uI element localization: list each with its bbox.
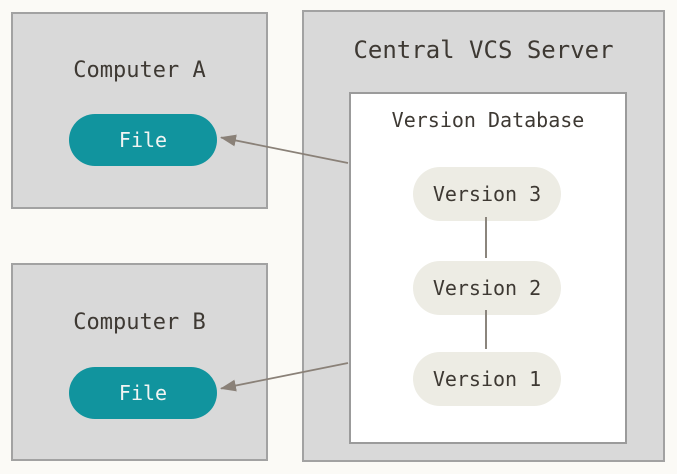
central-vcs-server-label: Central VCS Server (353, 36, 614, 64)
version-3-node: Version 3 (413, 167, 561, 221)
version-2-node: Version 2 (413, 261, 561, 315)
version-3-label: Version 3 (432, 182, 542, 206)
file-node-a: File (69, 114, 217, 166)
file-node-b: File (69, 367, 217, 419)
computer-a-label: Computer A (73, 58, 206, 83)
computer-a-box: Computer A File (11, 12, 268, 209)
version-1-label: Version 1 (432, 367, 542, 391)
version-database-label: Version Database (391, 108, 585, 132)
file-node-b-label: File (118, 381, 168, 405)
version-database-box: Version Database Version 3 Version 2 Ver… (349, 92, 627, 444)
computer-b-label: Computer B (73, 310, 206, 335)
computer-b-box: Computer B File (11, 263, 268, 461)
version-2-label: Version 2 (432, 276, 542, 300)
version-1-node: Version 1 (413, 352, 561, 406)
central-vcs-server-box: Central VCS Server Version Database Vers… (302, 10, 665, 462)
file-node-a-label: File (118, 128, 168, 152)
